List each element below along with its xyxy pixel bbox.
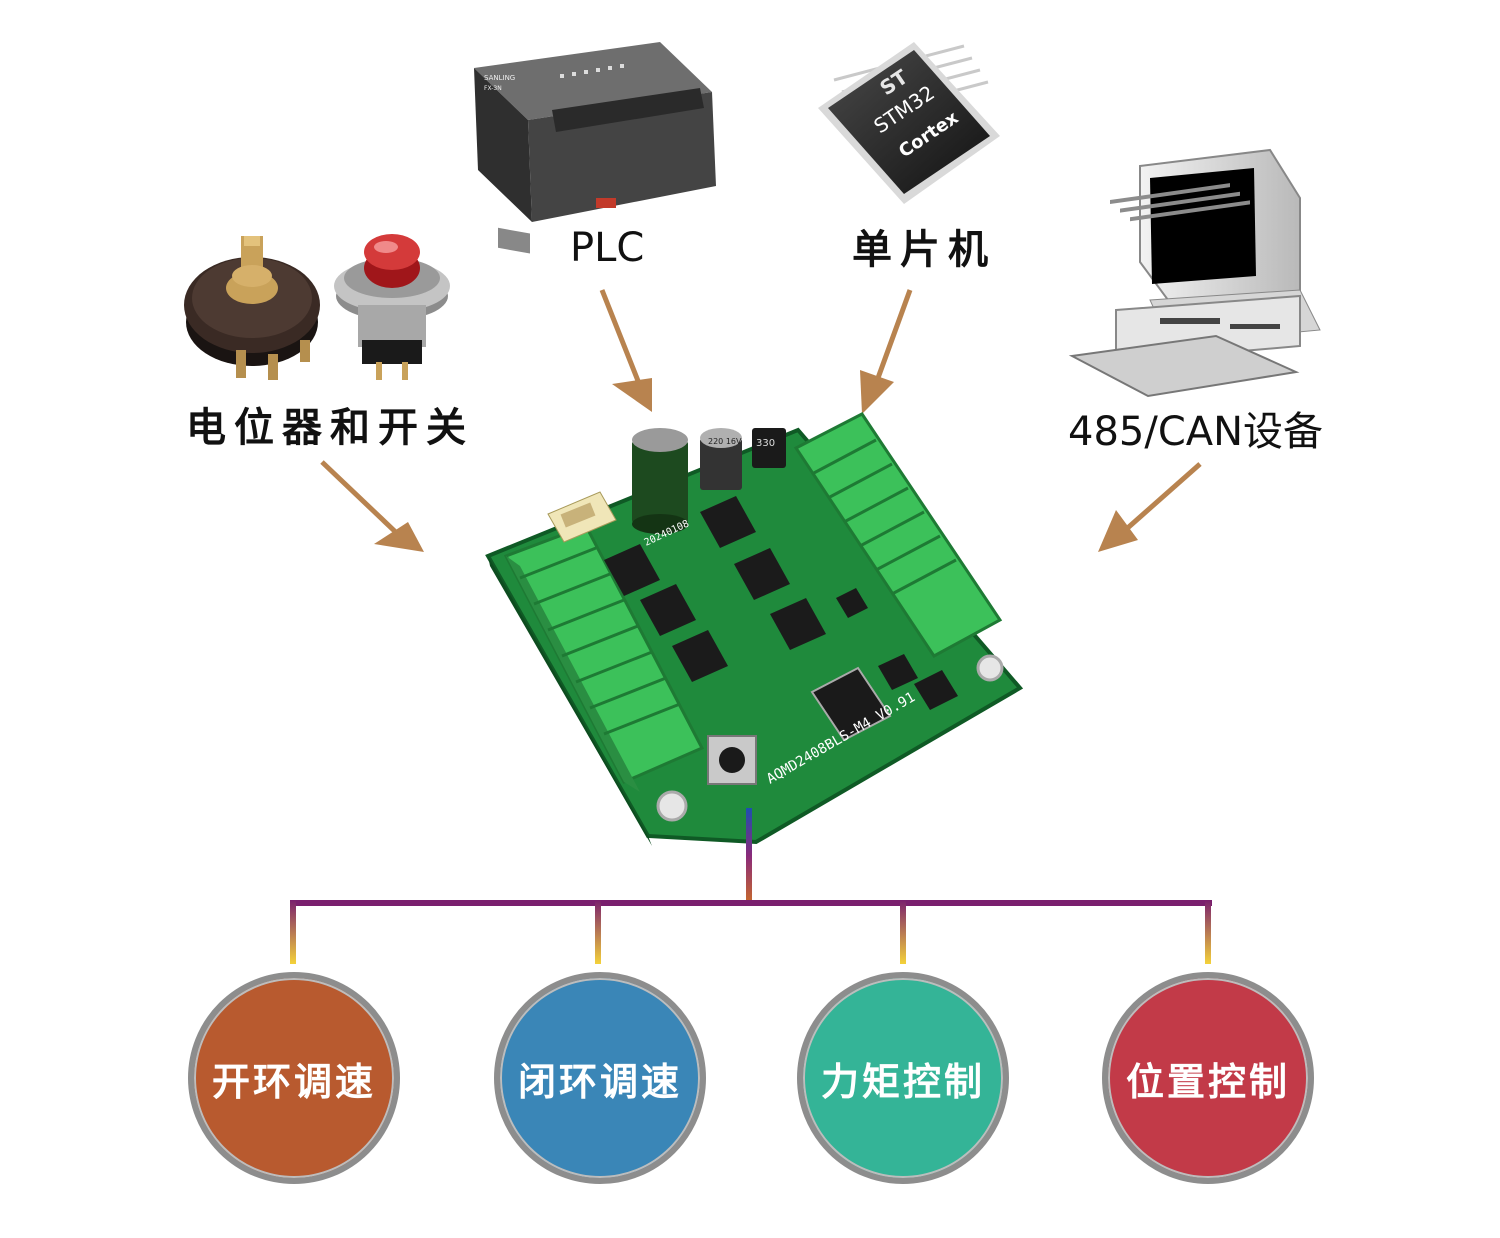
plc-label: PLC (570, 225, 645, 271)
push-button-icon (334, 234, 450, 380)
mode-open-loop-speed: 开环调速 (188, 972, 400, 1184)
mode-label: 开环调速 (211, 1059, 376, 1104)
pot-switch-label: 电位器和开关 (186, 405, 474, 451)
fuse (547, 491, 617, 543)
inductor-text: 330 (756, 438, 775, 449)
connector-tree (290, 808, 1212, 964)
mode-closed-loop-speed: 闭环调速 (494, 972, 706, 1184)
arrows (320, 289, 1202, 552)
capacitor-text: 220 16V (708, 437, 742, 446)
mode-torque-control: 力矩控制 (797, 972, 1009, 1184)
plc-icon: SANLING FX-3N (474, 42, 716, 254)
inductor: 330 (752, 428, 786, 468)
bus-device-label: 485/CAN设备 (1068, 409, 1324, 455)
plc-model-text: FX-3N (484, 85, 502, 92)
mounting-holes (656, 654, 1004, 822)
board-button (707, 735, 757, 785)
board-mcu (810, 666, 892, 742)
mosfets (604, 496, 826, 682)
computer-icon (1068, 148, 1321, 398)
terminal-block-right (793, 412, 1003, 658)
terminal-block-left (503, 524, 705, 792)
mode-label: 力矩控制 (820, 1059, 985, 1104)
mcu-label: 单片机 (852, 227, 996, 273)
mode-position-control: 位置控制 (1102, 972, 1314, 1184)
plc-brand-text: SANLING (484, 74, 515, 82)
capacitor-large (632, 428, 688, 534)
controller-board: 220 16V 330 (485, 412, 1024, 846)
board-ics (836, 588, 958, 710)
arrow-pot-to-board (320, 460, 424, 552)
mode-label: 闭环调速 (517, 1059, 682, 1104)
potentiometer-icon (184, 236, 320, 380)
mode-label: 位置控制 (1125, 1059, 1290, 1104)
mcu-chip-icon: ST STM32 Cortex (818, 42, 1000, 204)
capacitor-small: 220 16V (700, 428, 742, 490)
arrow-bus-to-board (1098, 462, 1202, 552)
arrow-mcu-to-board (860, 289, 913, 414)
arrow-plc-to-board (599, 289, 652, 412)
